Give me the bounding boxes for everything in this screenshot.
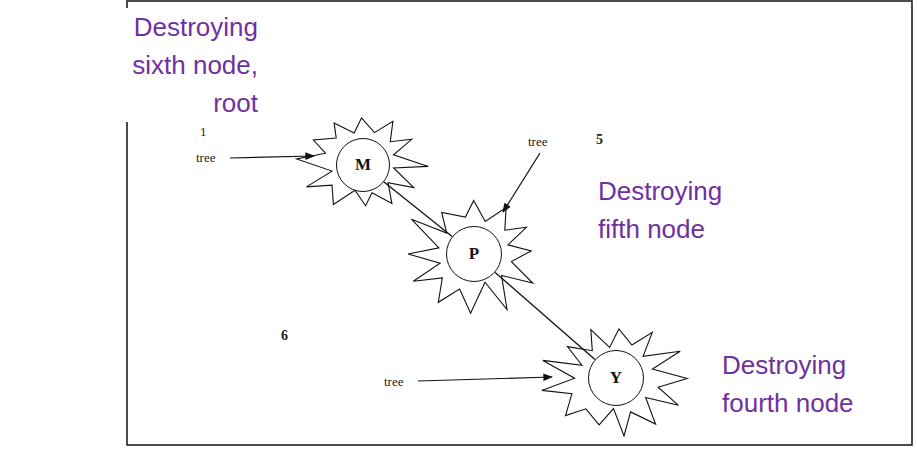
explosion-burst: [297, 118, 429, 206]
pointer-arrow: [503, 153, 540, 212]
callout-number: 5: [596, 132, 603, 148]
pointer-label: tree: [384, 374, 403, 390]
explosion-burst: [408, 200, 533, 313]
node-letter: P: [469, 244, 479, 264]
pointer-label: tree: [196, 150, 215, 166]
pointer-arrow: [230, 156, 314, 158]
pointer-arrow: [418, 377, 552, 381]
tree-edge: [495, 272, 595, 359]
node-letter: Y: [610, 368, 622, 388]
explosion-burst: [542, 329, 687, 436]
callout-text: Destroying fifth node: [598, 172, 748, 248]
tree-edge: [384, 182, 452, 237]
tree-node-circle: Y: [588, 350, 644, 406]
callout-number: 1: [200, 124, 207, 140]
callout-text: Destroying fourth node: [722, 346, 887, 422]
explosion-bursts: [297, 118, 688, 436]
pointer-label: tree: [528, 134, 547, 150]
callout-text: Destroying sixth node, root: [98, 8, 258, 122]
callout-number: 6: [281, 328, 288, 344]
tree-node-circle: P: [446, 226, 502, 282]
node-letter: M: [355, 155, 371, 175]
tree-node-circle: M: [336, 138, 390, 192]
